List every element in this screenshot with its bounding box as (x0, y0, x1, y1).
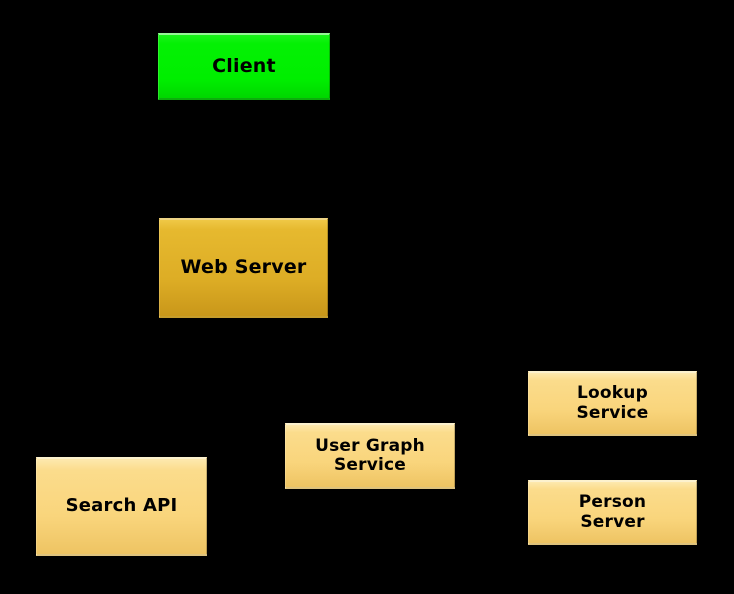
diagram-node-user-graph-service[interactable]: User Graph Service (285, 423, 455, 489)
node-label-person-server: Person Server (578, 492, 647, 532)
diagram-node-person-server[interactable]: Person Server (528, 480, 697, 545)
node-label-user-graph-service: User Graph Service (315, 435, 425, 475)
node-label-lookup-service: Lookup Service (576, 383, 649, 423)
diagram-node-web-server[interactable]: Web Server (159, 218, 328, 318)
diagram-node-lookup-service[interactable]: Lookup Service (528, 371, 697, 436)
diagram-node-search-api[interactable]: Search API (36, 457, 207, 556)
node-label-client: Client (212, 54, 276, 77)
diagram-node-client[interactable]: Client (158, 33, 330, 100)
node-label-search-api: Search API (65, 495, 178, 517)
node-label-web-server: Web Server (180, 256, 307, 279)
